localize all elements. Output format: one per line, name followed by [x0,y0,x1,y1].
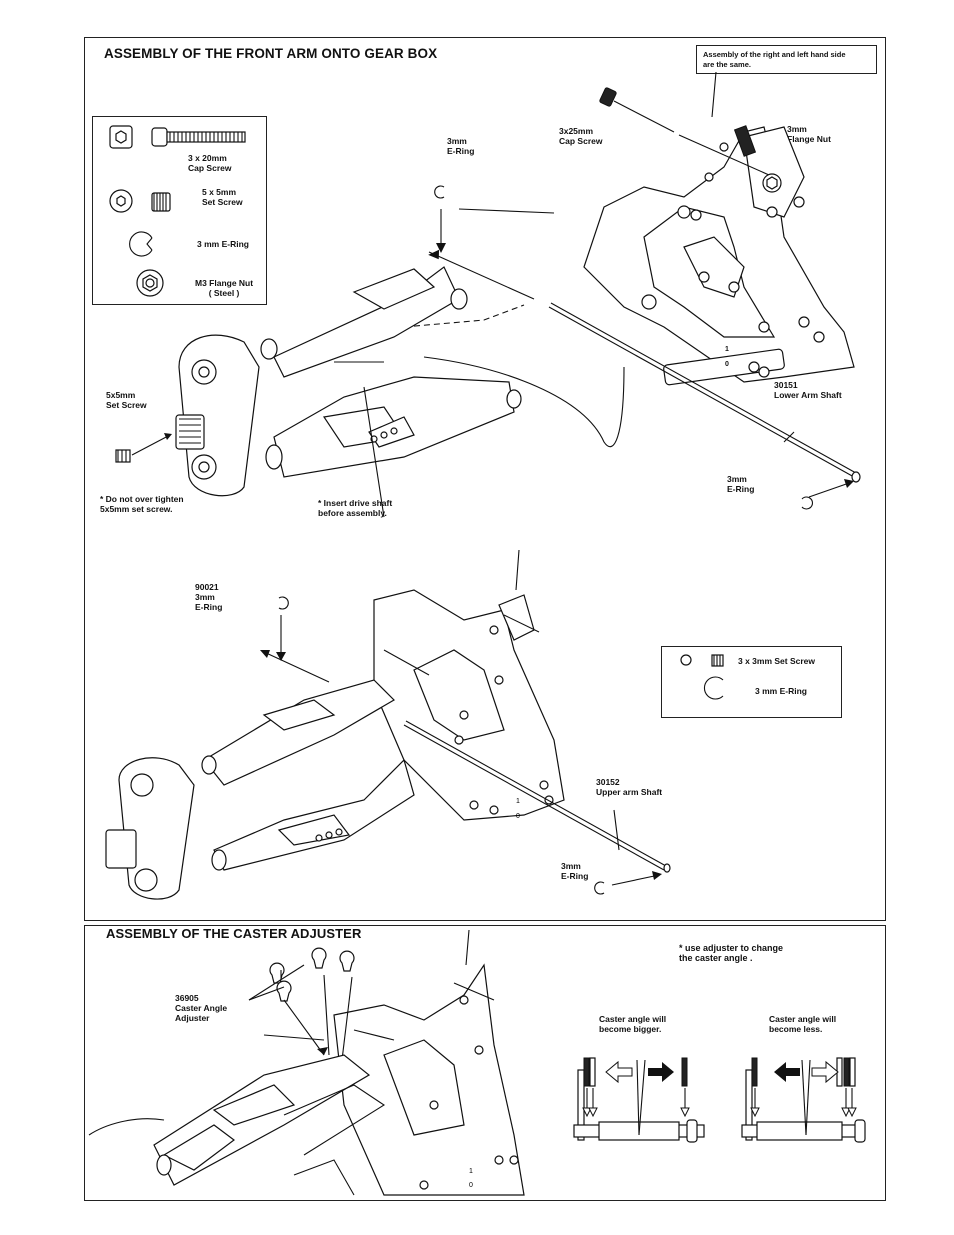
cap-screw-icon [151,127,246,147]
side-note-box [696,45,877,74]
caster-adjuster-label: 36905 Caster Angle Adjuster [175,993,228,1023]
gearbox-digit-0: 0 [516,813,520,820]
callout-lower-shaft: 30151 Lower Arm Shaft [774,380,842,400]
gearbox-digit-bottom: 0 [725,361,729,368]
arrow-e-ring-top [436,243,446,253]
caster-digit-1: 1 [469,1168,473,1175]
callout-set-screw: 5x5mm Set Screw [106,390,147,410]
callout-e-ring-bottom: 3mm E-Ring [561,861,589,881]
legend-small-set-screw: 3 x 3mm Set Screw [738,656,816,666]
caster-digit-0: 0 [469,1182,473,1189]
caster-note: * use adjuster to change the caster angl… [679,943,784,963]
callout-e-ring-top: 3mm E-Ring [447,136,475,156]
cap-screw-3x25 [599,87,770,176]
section3-title: ASSEMBLY OF THE CASTER ADJUSTER [106,926,362,941]
section1-title: ASSEMBLY OF THE FRONT ARM ONTO GEAR BOX [104,46,438,61]
callout-e-ring-right: 3mm E-Ring [727,474,755,494]
steering-knuckle [175,334,260,497]
legend-cap-screw-label: 3 x 20mm Cap Screw [188,153,232,173]
caster-adjuster-drawing: 1 0 [88,929,525,1196]
legend-flange-nut-label: M3 Flange Nut ( Steel ) [195,278,254,298]
set-screw-head-icon [109,189,133,213]
arrow-left-solid-icon [774,1062,800,1082]
front-arm-upper [260,266,468,378]
legend-small-e-ring: 3 mm E-Ring [755,686,807,696]
caster-bigger-diagram [573,1057,705,1143]
legend-e-ring-label: 3 mm E-Ring [197,239,249,249]
upper-arm-shaft-drawing: 1 0 [105,549,671,900]
callout-warning: * Do not over tighten 5x5mm set screw. [100,494,184,514]
caster-less-label: Caster angle will become less. [769,1014,837,1034]
callout-cap-screw: 3x25mm Cap Screw [559,126,603,146]
gearbox-digit-1: 1 [516,798,520,805]
callout-flange-nut: 3mm Flange Nut [787,124,831,144]
gearbox-digit-top: 1 [725,346,729,353]
side-note-text: Assembly of the right and left hand side… [703,50,846,69]
caster-less-diagram [741,1057,866,1143]
callout-e-ring-90021: 90021 3mm E-Ring [195,582,223,612]
e-ring-right-part [801,496,813,510]
lower-arm-shaft-part [548,302,861,483]
parts-legend-icons [109,125,246,297]
legend-set-screw-label: 5 x 5mm Set Screw [202,187,243,207]
hex-head-icon [109,125,133,149]
arrow-right-solid-icon [648,1062,674,1082]
callout-upper-shaft: 30152 Upper arm Shaft [596,777,663,797]
parts-legend-small-icons [680,654,724,700]
gearbox-pin [711,71,717,118]
front-arm-lower [265,376,522,478]
e-ring-top-part [434,185,445,199]
flange-nut-icon [136,269,164,297]
e-ring-small-icon [703,676,724,700]
gear-box [583,126,855,386]
caster-bigger-label: Caster angle will become bigger. [599,1014,667,1034]
set-screw-icon [151,192,171,212]
set-screw-head-small-icon [680,654,692,666]
front-arm-assembly-panel [84,37,886,921]
front-arm-exploded-drawing [115,71,861,518]
arrow-right-outline-icon [811,1060,839,1084]
caster-adjuster-parts [269,947,355,1002]
arrow-left-outline-icon [605,1060,633,1084]
e-ring-icon [129,231,153,257]
caster-adjuster-panel [84,925,886,1201]
flange-nut-3mm [733,125,782,193]
